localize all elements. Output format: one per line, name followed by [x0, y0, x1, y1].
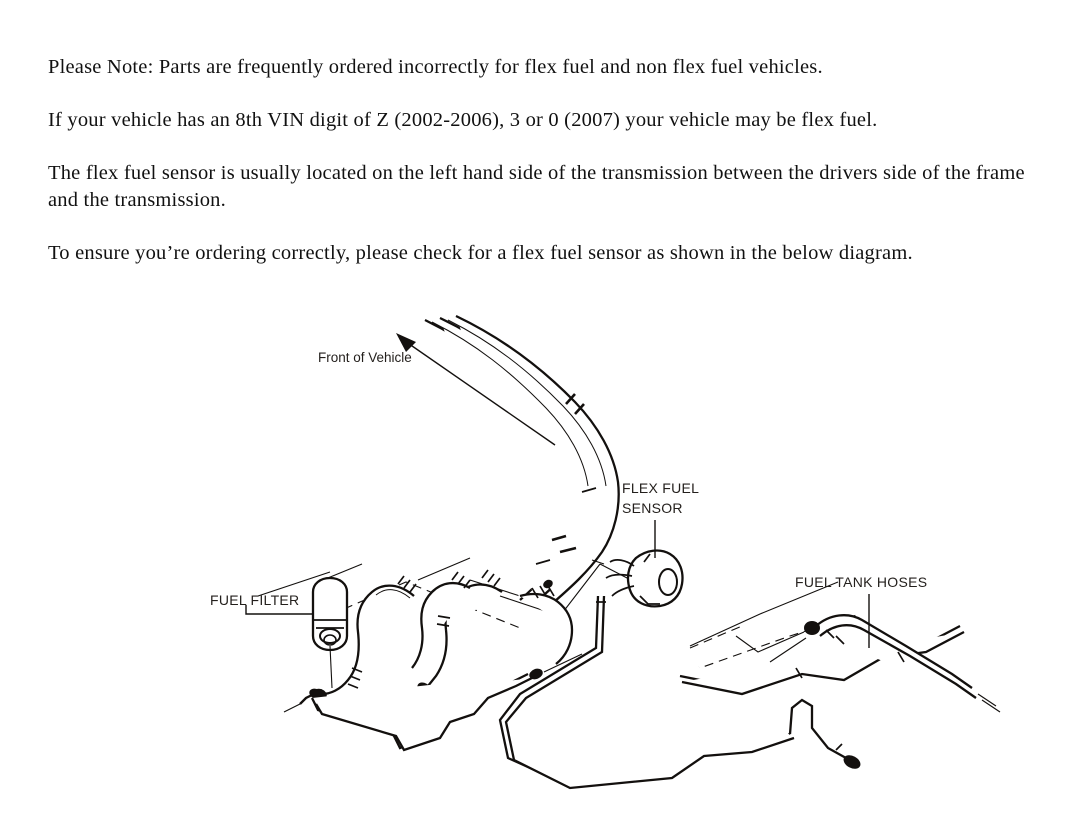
notice-paragraph-1: Please Note: Parts are frequently ordere…	[48, 56, 823, 78]
fuel-tank-hoses-label: FUEL TANK HOSES	[795, 574, 927, 590]
notice-paragraph-4: To ensure you’re ordering correctly, ple…	[48, 242, 913, 264]
flex-fuel-sensor-label-line1: FLEX FUEL	[622, 480, 699, 496]
fuel-filter-label: FUEL FILTER	[210, 592, 299, 608]
callout-fuel-filter: FUEL FILTER	[210, 592, 313, 615]
callout-fuel-tank-hoses: FUEL TANK HOSES	[795, 574, 927, 648]
flex-fuel-sensor-label-line2: SENSOR	[622, 500, 683, 516]
notice-paragraph-3: The flex fuel sensor is usually located …	[48, 162, 1025, 211]
fuel-system-diagram: Front of Vehicle FLEX FUEL SENSOR FUEL F…	[0, 296, 1080, 834]
flex-fuel-sensor-component	[591, 549, 684, 608]
hose-connector-group	[283, 569, 574, 713]
notice-paragraph-2: If your vehicle has an 8th VIN digit of …	[48, 109, 878, 131]
notice-text-block: Please Note: Parts are frequently ordere…	[48, 54, 1033, 267]
fuel-filter-component	[311, 576, 349, 700]
main-fuel-lines	[424, 314, 620, 603]
fuel-system-diagram-svg: Front of Vehicle FLEX FUEL SENSOR FUEL F…	[210, 314, 1001, 790]
fuel-tank-hoses-component	[735, 614, 1001, 713]
front-of-vehicle-label: Front of Vehicle	[318, 350, 412, 365]
callout-front-of-vehicle: Front of Vehicle	[318, 333, 556, 446]
callout-flex-fuel-sensor: FLEX FUEL SENSOR	[622, 480, 699, 558]
